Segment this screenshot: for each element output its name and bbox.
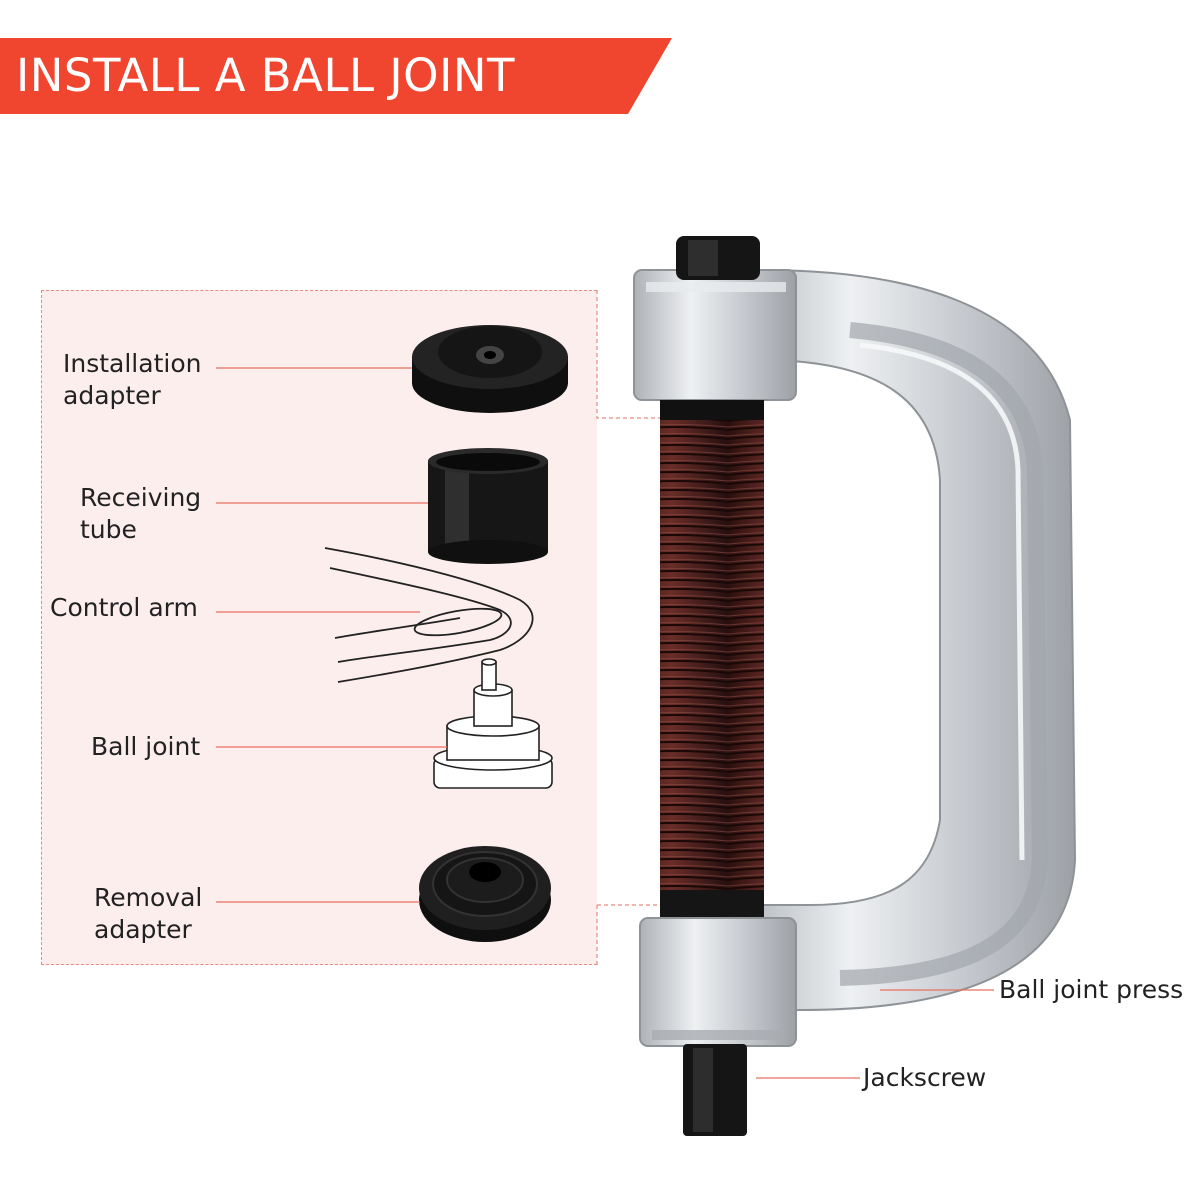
label-line: Installation bbox=[63, 349, 202, 378]
top-nut bbox=[676, 236, 760, 280]
removal-adapter-part bbox=[419, 846, 551, 942]
leader-lines bbox=[216, 367, 994, 1079]
page-title: INSTALL A BALL JOINT bbox=[16, 49, 516, 102]
press-upper-block bbox=[633, 269, 797, 401]
label-receiving-tube: Receiving tube bbox=[80, 482, 201, 546]
label-installation-adapter: Installation adapter bbox=[63, 348, 201, 412]
label-ball-joint: Ball joint bbox=[91, 732, 201, 761]
label-removal-adapter: Removal adapter bbox=[94, 882, 202, 946]
panel-dashed-edge bbox=[596, 290, 663, 965]
jackscrew-tip bbox=[683, 1044, 747, 1136]
title-banner bbox=[0, 38, 672, 114]
label-ball-joint-press: Ball joint press bbox=[999, 975, 1184, 1004]
label-control-arm: Control arm bbox=[50, 593, 198, 622]
control-arm-sketch bbox=[324, 547, 534, 683]
label-line: Receiving bbox=[80, 483, 202, 512]
threaded-screw bbox=[660, 400, 764, 930]
receiving-tube-part bbox=[428, 448, 548, 564]
label-jackscrew: Jackscrew bbox=[863, 1063, 987, 1092]
press-lower-block bbox=[639, 917, 797, 1047]
label-line: tube bbox=[80, 515, 137, 544]
label-line: adapter bbox=[94, 915, 192, 944]
title-banner-shape bbox=[0, 38, 672, 114]
press-frame bbox=[729, 268, 1077, 1011]
ball-joint-sketch bbox=[433, 658, 553, 789]
label-line: adapter bbox=[63, 381, 161, 410]
installation-adapter-part bbox=[412, 325, 568, 413]
label-line: Removal bbox=[94, 883, 203, 912]
